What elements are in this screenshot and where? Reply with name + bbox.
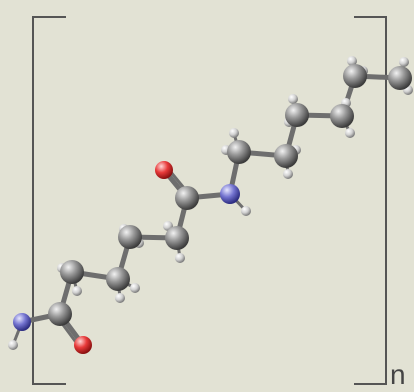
carbon-atom xyxy=(274,144,298,168)
carbon-atom xyxy=(388,66,412,90)
hydrogen-atom xyxy=(229,128,239,138)
hydrogen-atom xyxy=(72,286,82,296)
carbon-atom xyxy=(330,104,354,128)
hydrogen-atom xyxy=(399,57,409,67)
carbon-atom xyxy=(227,140,251,164)
hydrogen-atom xyxy=(283,169,293,179)
carbon-atom xyxy=(60,260,84,284)
atoms-layer xyxy=(8,56,413,354)
nitrogen-atom xyxy=(13,313,31,331)
carbon-atom xyxy=(165,226,189,250)
carbon-atom xyxy=(106,267,130,291)
hydrogen-atom xyxy=(347,56,357,66)
carbon-atom xyxy=(285,103,309,127)
hydrogen-atom xyxy=(130,283,140,293)
repeat-subscript-n: n xyxy=(390,359,406,390)
carbon-atom xyxy=(175,186,199,210)
hydrogen-atom xyxy=(345,128,355,138)
carbon-atom xyxy=(48,302,72,326)
hydrogen-atom xyxy=(288,94,298,104)
nitrogen-atom xyxy=(220,184,240,204)
carbon-atom xyxy=(343,64,367,88)
hydrogen-atom xyxy=(241,206,251,216)
right-bracket xyxy=(354,16,387,385)
carbon-atom xyxy=(118,225,142,249)
left-bracket xyxy=(32,16,66,385)
hydrogen-atom xyxy=(175,253,185,263)
hydrogen-atom xyxy=(8,340,18,350)
hydrogen-atom xyxy=(115,293,125,303)
oxygen-atom xyxy=(74,336,92,354)
oxygen-atom xyxy=(155,161,173,179)
